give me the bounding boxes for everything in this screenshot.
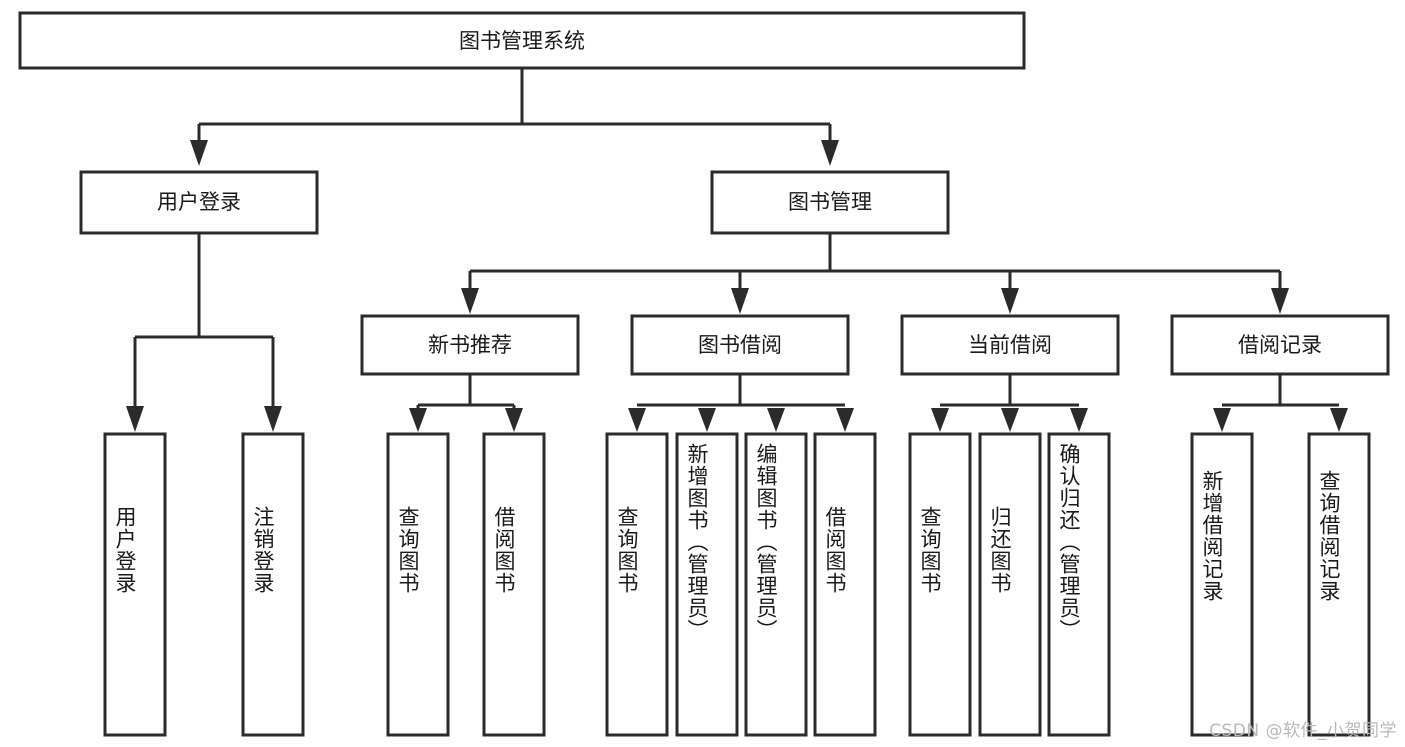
node-leaf-query-book-3-box[interactable] xyxy=(908,432,972,737)
node-book-manage-box[interactable] xyxy=(710,170,950,235)
arrow-icon-to-leaf-confirm-return xyxy=(1070,408,1088,432)
arrow-icon-to-leaf-borrow-book-2 xyxy=(836,408,854,432)
node-leaf-user-login-box[interactable] xyxy=(103,432,167,737)
arrow-icon-to-leaf-edit-book xyxy=(767,408,785,432)
node-current-borrow[interactable]: 当前借阅 xyxy=(900,314,1120,376)
node-root-box[interactable] xyxy=(18,11,1026,70)
connector-current-borrow-to-leaves xyxy=(931,374,1088,432)
connector-book-manage-to-level3 xyxy=(461,233,1289,314)
connector-root-to-level2 xyxy=(190,68,839,166)
node-book-borrow-box[interactable] xyxy=(630,314,850,376)
node-book-borrow[interactable]: 图书借阅 xyxy=(630,314,850,376)
node-leaf-user-logout-box[interactable] xyxy=(241,432,305,737)
connector-book-borrow-to-leaves xyxy=(628,374,854,432)
node-new-book-recommend[interactable]: 新书推荐 xyxy=(360,314,580,376)
node-book-manage[interactable]: 图书管理 xyxy=(710,170,950,235)
arrow-icon-to-borrow-record xyxy=(1271,288,1289,314)
arrow-icon-to-leaf-query-record xyxy=(1330,408,1348,432)
node-leaf-query-record-box[interactable] xyxy=(1307,432,1371,737)
node-new-book-recommend-label: 新书推荐 xyxy=(428,333,512,357)
node-user-login-label: 用户登录 xyxy=(157,190,241,214)
node-leaf-edit-book-box[interactable] xyxy=(744,432,808,737)
node-book-borrow-label: 图书借阅 xyxy=(698,333,782,357)
node-new-book-recommend-box[interactable] xyxy=(360,314,580,376)
arrow-icon-to-user-login xyxy=(190,140,208,166)
arrow-icon-to-book-borrow xyxy=(731,288,749,314)
node-leaf-add-record-box[interactable] xyxy=(1190,432,1254,737)
node-current-borrow-label: 当前借阅 xyxy=(968,333,1052,357)
connector-user-login-to-leaves xyxy=(126,233,282,432)
node-borrow-record-box[interactable] xyxy=(1170,314,1390,376)
arrow-icon-to-leaf-query-book-2 xyxy=(628,408,646,432)
arrow-icon-to-current-borrow xyxy=(1001,288,1019,314)
node-user-login[interactable]: 用户登录 xyxy=(79,170,319,235)
arrow-icon-to-leaf-user-login xyxy=(126,406,144,432)
arrow-icon-to-leaf-query-book-1 xyxy=(409,408,427,432)
arrow-icon-to-leaf-query-book-3 xyxy=(931,408,949,432)
arrow-icon-to-new-book-recommend xyxy=(461,288,479,314)
csdn-watermark: CSDN @软件_小贺同学 xyxy=(1209,721,1397,741)
connector-borrow-record-to-leaves xyxy=(1213,374,1348,432)
node-leaf-borrow-book-2-box[interactable] xyxy=(813,432,877,737)
node-leaf-add-book-box[interactable] xyxy=(675,432,739,737)
node-leaf-return-book-box[interactable] xyxy=(978,432,1042,737)
node-current-borrow-box[interactable] xyxy=(900,314,1120,376)
node-user-login-box[interactable] xyxy=(79,170,319,235)
node-leaf-query-book-1-box[interactable] xyxy=(386,432,450,737)
arrow-icon-to-leaf-user-logout xyxy=(264,406,282,432)
connector-new-book-recommend-to-leaves xyxy=(409,374,523,432)
arrow-icon-to-leaf-return-book xyxy=(1001,408,1019,432)
node-root-label: 图书管理系统 xyxy=(459,29,585,53)
node-root[interactable]: 图书管理系统 xyxy=(18,11,1026,70)
node-leaf-query-book-2-box[interactable] xyxy=(605,432,669,737)
arrow-icon-to-leaf-borrow-book-1 xyxy=(505,408,523,432)
arrow-icon-to-leaf-add-book xyxy=(698,408,716,432)
node-leaf-borrow-book-1-box[interactable] xyxy=(482,432,546,737)
arrow-icon-to-leaf-add-record xyxy=(1213,408,1231,432)
node-borrow-record[interactable]: 借阅记录 xyxy=(1170,314,1390,376)
node-leaf-confirm-return-box[interactable] xyxy=(1047,432,1111,737)
node-book-manage-label: 图书管理 xyxy=(788,190,872,214)
node-borrow-record-label: 借阅记录 xyxy=(1238,333,1322,357)
arrow-icon-to-book-manage xyxy=(821,140,839,166)
